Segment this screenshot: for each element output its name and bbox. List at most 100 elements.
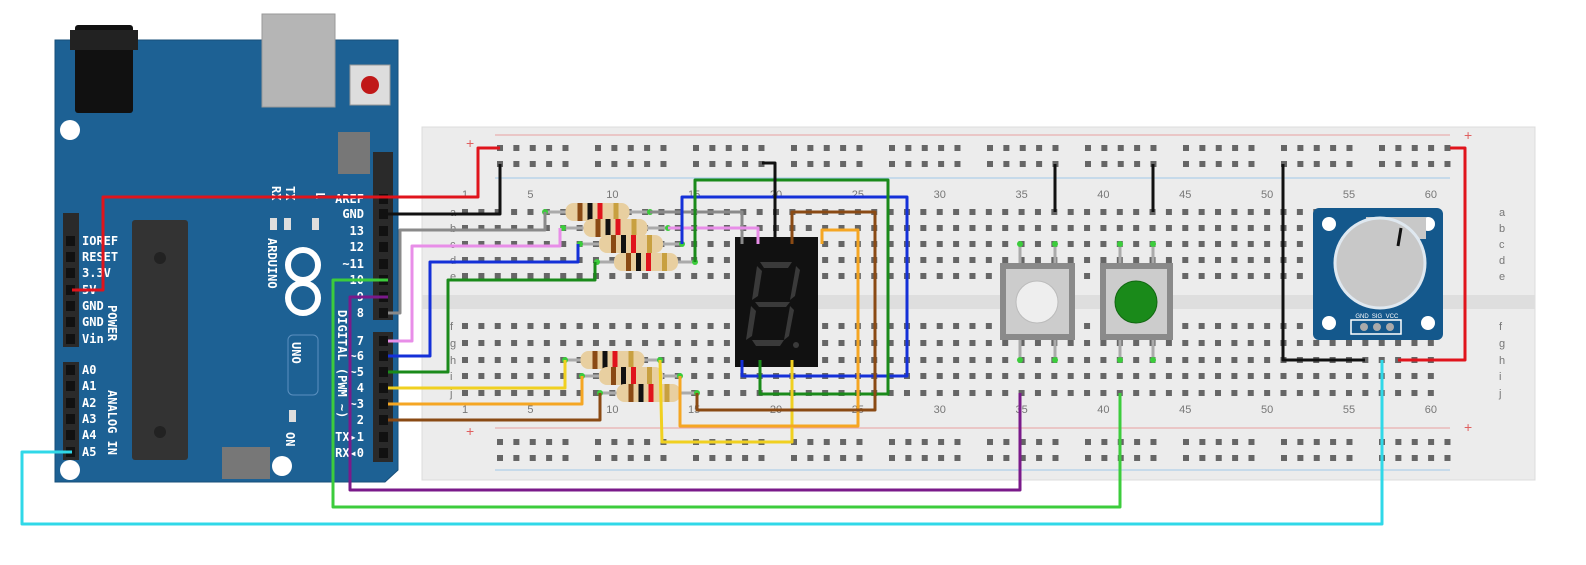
digital-header-bottom[interactable] — [373, 332, 393, 462]
l-led — [312, 218, 319, 230]
row-letter: h — [1499, 355, 1505, 367]
pot-knob[interactable] — [1333, 216, 1427, 310]
potentiometer-module[interactable]: GND SIG VCC — [1313, 208, 1443, 340]
column-number: 10 — [606, 404, 618, 416]
pushbutton-green[interactable] — [1100, 263, 1173, 340]
power-pin-socket[interactable] — [66, 236, 75, 246]
column-number: 5 — [527, 189, 533, 201]
connection-dot — [1052, 241, 1058, 247]
digital-pin-socket[interactable] — [379, 448, 388, 458]
power-pin-socket[interactable] — [66, 252, 75, 262]
pin10-wire[interactable] — [331, 278, 1122, 509]
digital-pin-socket[interactable] — [379, 399, 388, 409]
row-letter: i — [1499, 371, 1501, 383]
pin7-wire[interactable] — [388, 228, 562, 343]
digital-pin-socket[interactable] — [379, 308, 388, 318]
pin4-wire[interactable] — [388, 360, 567, 390]
digital-pin-socket[interactable] — [379, 336, 388, 346]
pin8-wire[interactable] — [388, 212, 547, 315]
power-pin-socket[interactable] — [66, 334, 75, 344]
column-number: 35 — [1015, 189, 1027, 201]
power-pin-label: Vin — [82, 332, 104, 346]
power-pin-socket[interactable] — [66, 317, 75, 327]
digital-pin-socket[interactable] — [379, 226, 388, 236]
rail-plus-top-left: + — [466, 135, 474, 151]
power-pin-socket[interactable] — [66, 285, 75, 295]
digital-pin-socket[interactable] — [379, 367, 388, 377]
pin2-wire-seg[interactable] — [695, 210, 877, 412]
power-pin-label: RESET — [82, 250, 118, 264]
pin3-wire-seg[interactable] — [678, 228, 860, 428]
arduino-uno[interactable]: AREFGND1312~11~10~987~6~54~32TX▸1RX◂0IOR… — [54, 13, 399, 483]
usb-port — [261, 13, 336, 108]
column-number: 55 — [1343, 404, 1355, 416]
ground-wire[interactable] — [388, 164, 502, 216]
digital-pin-label: 8 — [357, 306, 364, 320]
pin9-wire[interactable] — [348, 295, 1022, 492]
resistor[interactable] — [562, 351, 663, 369]
rx-led-label: RX — [269, 186, 283, 201]
resistor[interactable] — [594, 253, 698, 271]
seven-segment-display[interactable] — [735, 237, 818, 367]
power-pin-label: GND — [82, 299, 104, 313]
a5-wire[interactable] — [20, 360, 1384, 526]
analog-pin-socket[interactable] — [66, 365, 75, 375]
pot-ground-wire[interactable] — [1281, 164, 1365, 362]
pin6-wire[interactable] — [388, 244, 580, 358]
digital-pin-socket[interactable] — [379, 194, 388, 204]
atmega-chip — [132, 220, 188, 460]
tx-led — [284, 218, 291, 230]
analog-pin-label: A1 — [82, 379, 96, 393]
analog-pin-label: A4 — [82, 428, 96, 442]
digital-pin-socket[interactable] — [379, 432, 388, 442]
column-number: 50 — [1261, 404, 1273, 416]
digital-pin-label: 7 — [357, 334, 364, 348]
row-letter: g — [450, 338, 456, 350]
pot-pin-sig: SIG — [1372, 314, 1383, 320]
pot-power-wire[interactable] — [1398, 146, 1467, 362]
column-number: 45 — [1179, 404, 1191, 416]
digital-pin-socket[interactable] — [379, 242, 388, 252]
power-pin-socket[interactable] — [66, 301, 75, 311]
analog-pin-socket[interactable] — [66, 381, 75, 391]
icsp-header — [338, 132, 370, 174]
pin7-wire-seg[interactable] — [668, 226, 760, 244]
digital-pin-socket[interactable] — [379, 383, 388, 393]
pushbutton-white[interactable] — [1000, 263, 1075, 340]
icsp-header-2 — [222, 447, 270, 479]
rail-plus-bottom-left: + — [466, 423, 474, 439]
digital-pin-label: AREF — [335, 192, 364, 206]
column-number: 50 — [1261, 189, 1273, 201]
row-letter: i — [450, 371, 452, 383]
display-ground-wire[interactable] — [762, 161, 777, 244]
power-header[interactable] — [63, 213, 79, 347]
digital-pin-socket[interactable] — [379, 351, 388, 361]
analog-pin-socket[interactable] — [66, 430, 75, 440]
analog-pin-label: A2 — [82, 396, 96, 410]
resistor[interactable] — [560, 219, 671, 237]
pot-pin-gnd: GND — [1355, 314, 1369, 320]
pin5-wire[interactable] — [388, 262, 597, 374]
power-wire-5v[interactable] — [72, 146, 500, 292]
pin3-wire[interactable] — [388, 376, 584, 406]
digital-pin-socket[interactable] — [379, 209, 388, 219]
power-pin-label: IOREF — [82, 234, 118, 248]
analog-pin-socket[interactable] — [66, 414, 75, 424]
power-pin-socket[interactable] — [66, 268, 75, 278]
pin2-wire[interactable] — [388, 393, 602, 422]
pin6-wire-seg[interactable] — [680, 195, 909, 378]
pin5-wire-seg[interactable] — [693, 178, 890, 396]
row-letter: j — [449, 388, 452, 400]
rail-plus-bottom-right: + — [1464, 419, 1472, 435]
row-letter: f — [450, 321, 454, 333]
analog-pin-socket[interactable] — [66, 398, 75, 408]
digital-pin-socket[interactable] — [379, 259, 388, 269]
pin4-wire-seg[interactable] — [658, 359, 794, 444]
connection-dot — [1017, 241, 1023, 247]
analog-header[interactable] — [63, 362, 79, 460]
rail-plus-top-right: + — [1464, 127, 1472, 143]
power-pin-label: 3.3V — [82, 266, 111, 280]
column-number: 5 — [527, 404, 533, 416]
digital-pin-socket[interactable] — [379, 415, 388, 425]
